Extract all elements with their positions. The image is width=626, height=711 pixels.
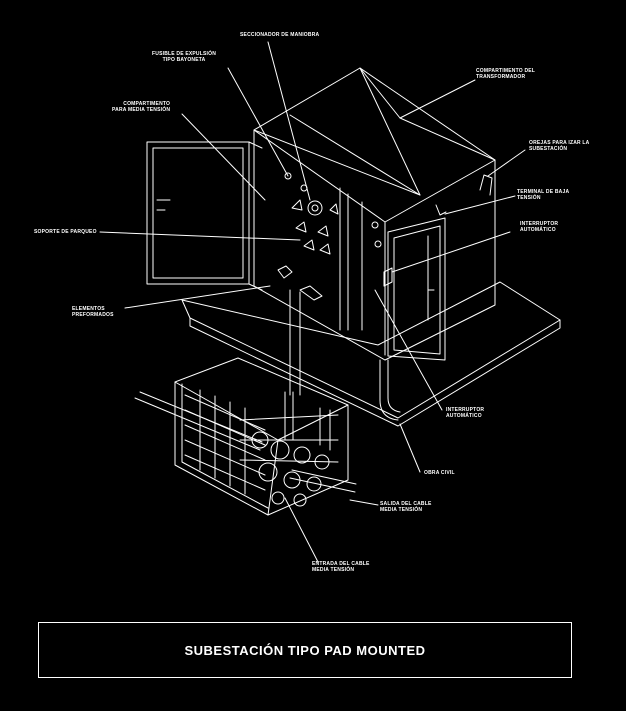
concrete-base-pad	[181, 281, 561, 427]
label-seccionador: SECCIONADOR DE MANIOBRA	[240, 32, 320, 38]
underground-vault	[174, 357, 349, 516]
switch-and-fuses	[277, 172, 382, 301]
open-door-right	[383, 217, 446, 361]
drawing-title: SUBESTACIÓN TIPO PAD MOUNTED	[184, 642, 426, 658]
open-door-left	[146, 141, 263, 291]
label-soporte-parqueo: SOPORTE DE PARQUEO	[34, 229, 97, 235]
lifting-lugs	[435, 174, 493, 216]
cables	[134, 391, 357, 493]
leader-lines	[99, 41, 526, 563]
label-obra-civil: OBRA CIVIL	[424, 470, 455, 476]
cabinet-body	[253, 67, 496, 361]
cable-conduit	[289, 289, 401, 421]
title-box: SUBESTACIÓN TIPO PAD MOUNTED	[38, 622, 572, 678]
